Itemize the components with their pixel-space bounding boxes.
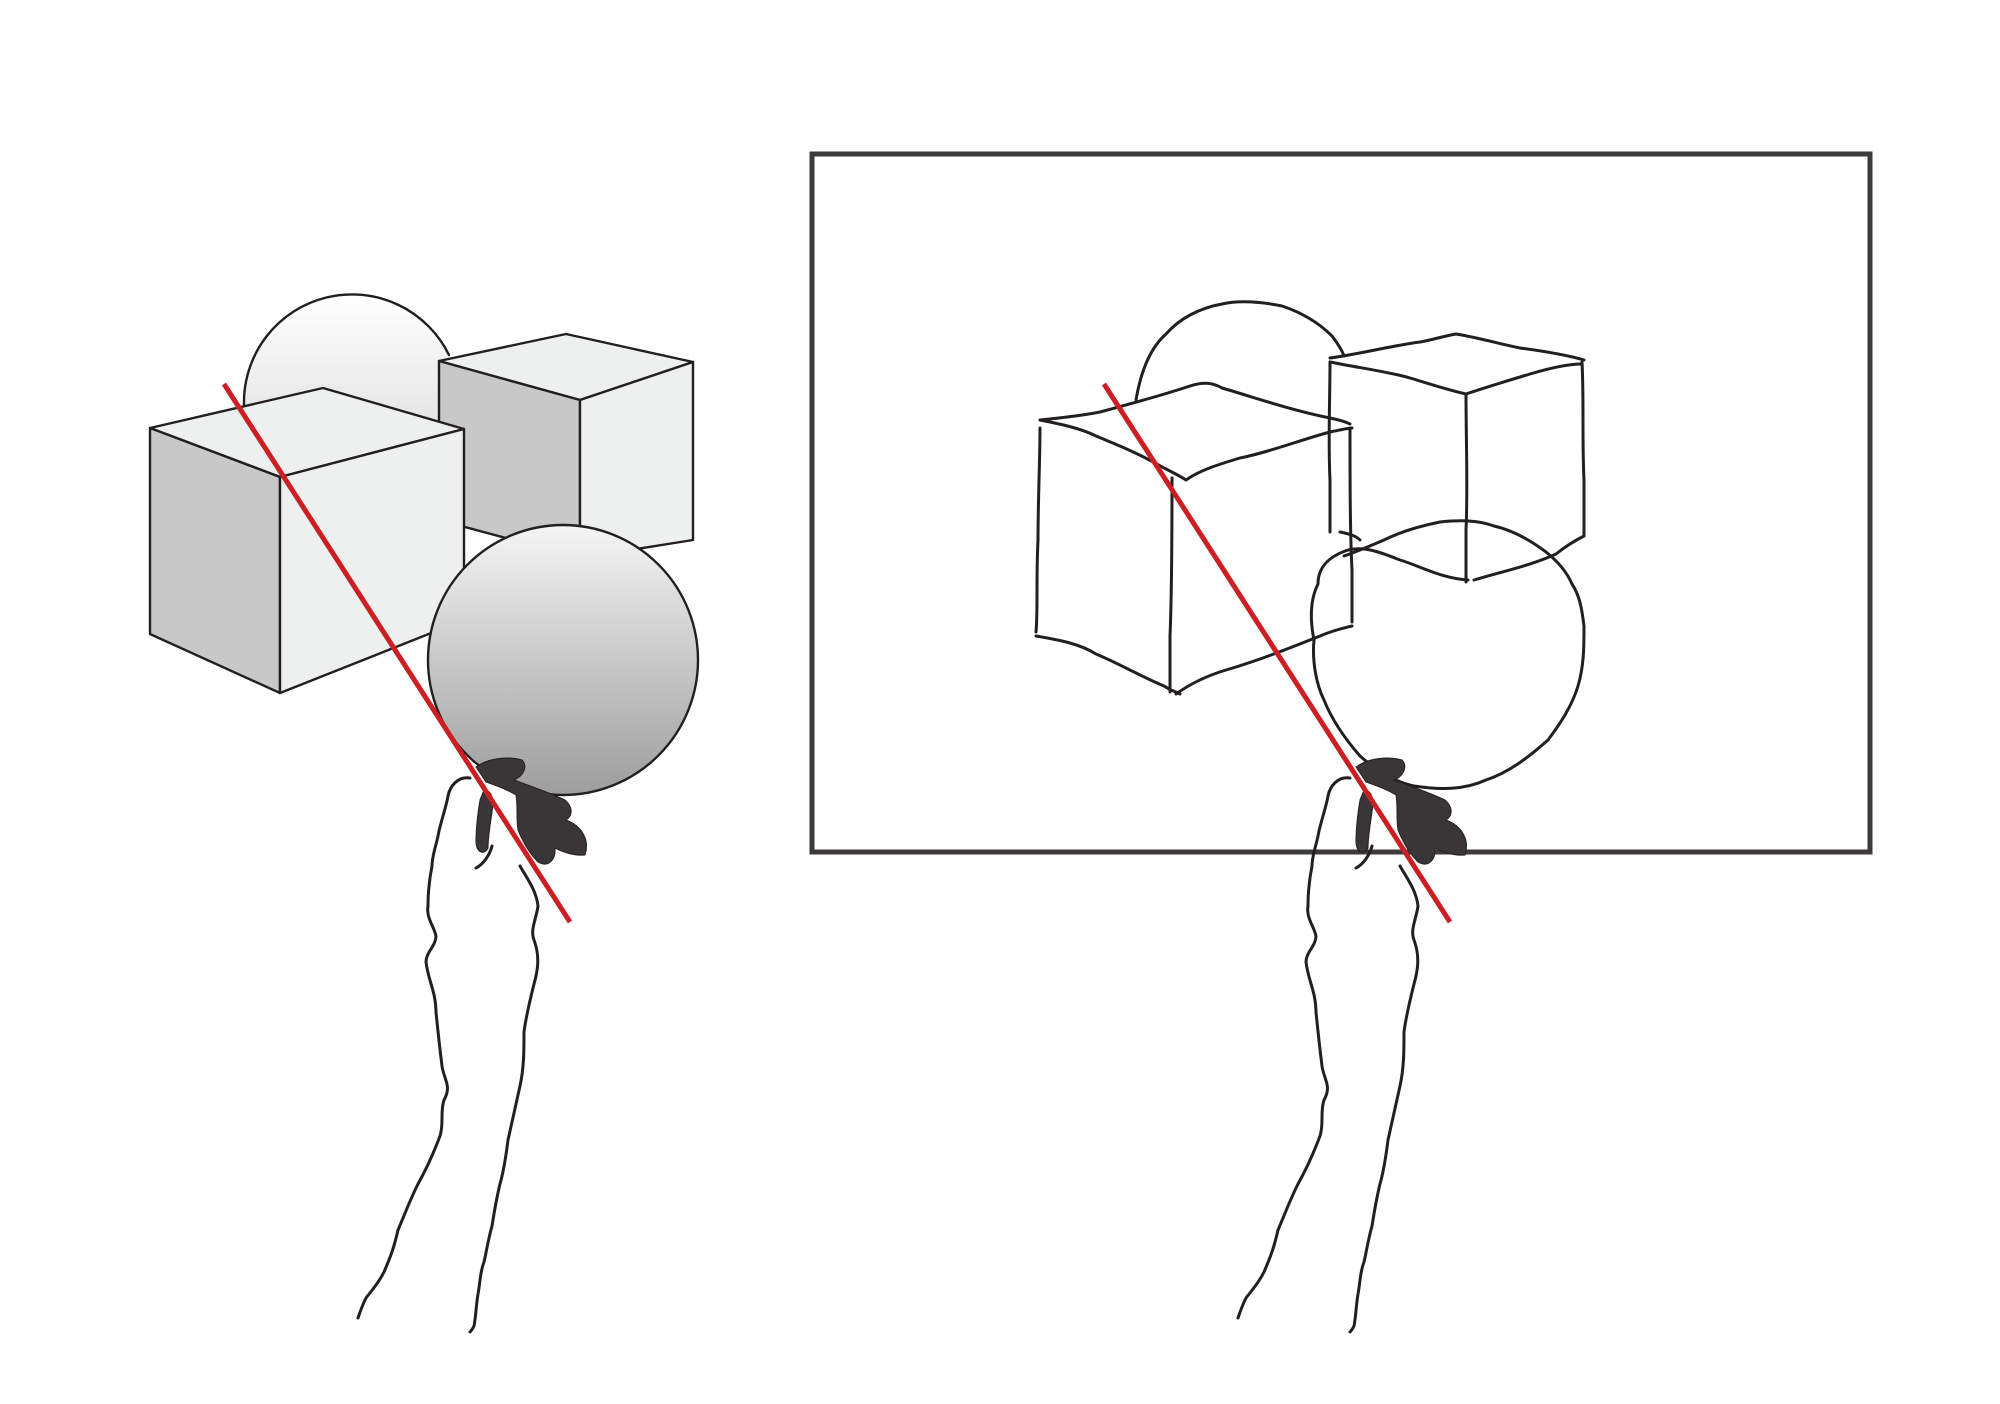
back-sphere-outline xyxy=(242,293,451,407)
picture-frame xyxy=(809,151,1873,855)
hand-outline xyxy=(356,776,540,1334)
sketch-front-cube-edges xyxy=(1034,426,1354,696)
back-sphere xyxy=(243,294,449,420)
back-cube xyxy=(437,332,695,560)
sketch-back-sphere xyxy=(1134,300,1346,402)
still-life-scene xyxy=(148,293,700,1334)
hand-fingers xyxy=(475,757,587,865)
sketch-front-sphere xyxy=(1309,519,1586,790)
hand-holding-pencil-icon xyxy=(1236,757,1467,1334)
sketch-front-cube-top xyxy=(1038,381,1354,482)
hand-outline xyxy=(1236,776,1420,1334)
back-cube-right-face xyxy=(578,360,695,560)
sketch-back-cube xyxy=(1327,332,1586,584)
front-cube xyxy=(148,386,466,695)
front-sphere xyxy=(426,523,700,797)
sketch-front-cube xyxy=(1034,381,1354,696)
hand-fingers xyxy=(1355,757,1467,865)
sight-line xyxy=(221,382,573,924)
hand-holding-pencil-icon xyxy=(356,757,587,1334)
sketch-back-cube-top xyxy=(1328,332,1586,396)
sight-line xyxy=(1101,382,1453,924)
framed-sketch xyxy=(809,151,1873,1334)
